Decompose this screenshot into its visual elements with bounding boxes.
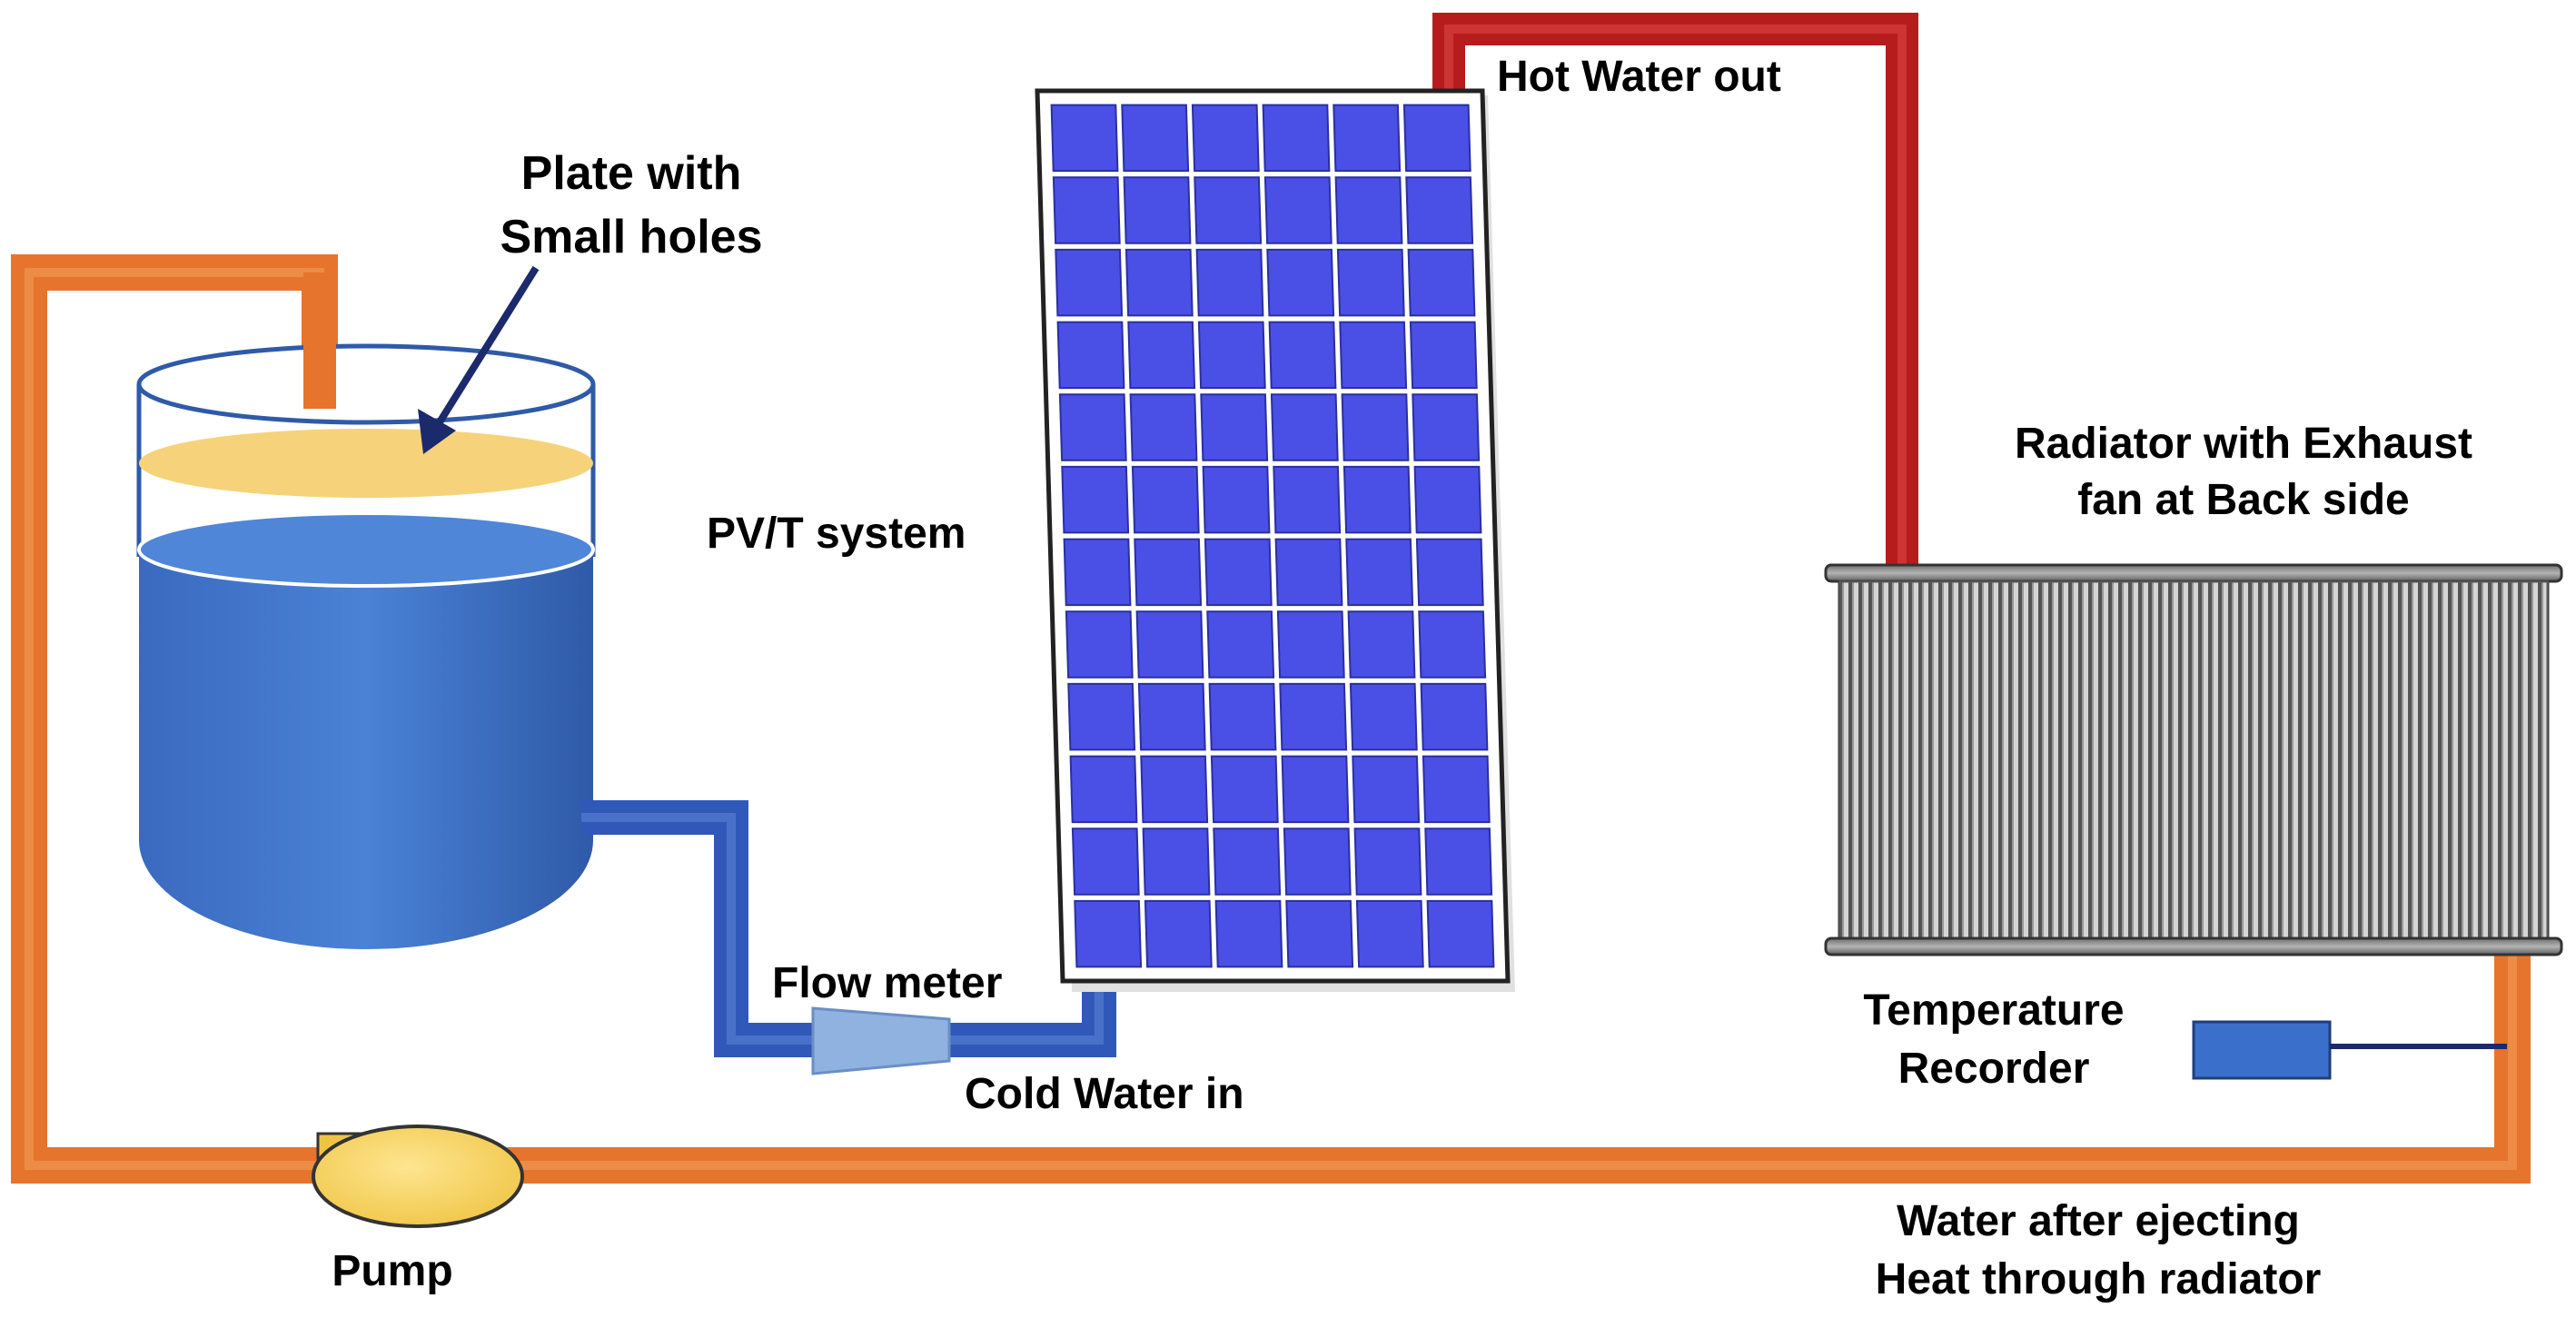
hot-water-label: Hot Water out — [1497, 53, 1781, 101]
solar-cell — [1353, 827, 1422, 896]
solar-cell — [1336, 248, 1405, 317]
solar-cell — [1420, 682, 1489, 751]
solar-cell — [1276, 610, 1345, 679]
solar-cell — [1197, 321, 1266, 390]
solar-cell — [1333, 104, 1402, 173]
solar-cell — [1349, 682, 1418, 751]
solar-cell — [1347, 610, 1416, 679]
solar-cell — [1262, 104, 1331, 173]
solar-cell — [1268, 321, 1337, 390]
solar-cell — [1067, 682, 1136, 751]
solar-cell — [1050, 104, 1119, 173]
temperature-recorder-label-line1: Temperature — [1863, 986, 2124, 1035]
solar-cell — [1409, 321, 1478, 390]
solar-cell — [1263, 176, 1333, 244]
radiator — [1824, 563, 2563, 956]
solar-cell — [1061, 465, 1130, 534]
solar-cell — [1274, 538, 1343, 607]
solar-cell — [1204, 538, 1273, 607]
solar-cell — [1206, 610, 1275, 679]
red-hot-water-pipe — [1432, 13, 1918, 572]
water-after-label-line2: Heat through radiator — [1876, 1255, 2322, 1303]
solar-cell — [1355, 899, 1424, 968]
solar-cell — [1345, 538, 1414, 607]
solar-cell — [1135, 610, 1204, 679]
solar-cell — [1283, 827, 1352, 896]
radiator-label-line2: fan at Back side — [2077, 476, 2409, 524]
solar-cell — [1127, 321, 1196, 390]
pvt-panel — [1035, 88, 1515, 992]
pump-label: Pump — [332, 1247, 452, 1295]
solar-cell — [1065, 610, 1134, 679]
solar-cell — [1273, 465, 1342, 534]
solar-cell — [1200, 393, 1269, 461]
flow-meter-label: Flow meter — [772, 959, 1002, 1007]
solar-cell — [1407, 248, 1476, 317]
solar-cell — [1140, 755, 1209, 824]
solar-cell — [1055, 248, 1124, 317]
temperature-recorder — [2192, 1020, 2507, 1080]
perforated-plate — [139, 429, 593, 498]
solar-cell — [1195, 248, 1264, 317]
solar-cell — [1208, 682, 1277, 751]
solar-cell — [1125, 248, 1194, 317]
solar-cell — [1412, 393, 1481, 461]
solar-cell — [1270, 393, 1339, 461]
solar-cell — [1144, 899, 1213, 968]
solar-cell — [1071, 827, 1140, 896]
solar-cell — [1137, 682, 1206, 751]
solar-cell — [1063, 538, 1132, 607]
pvt-system-label: PV/T system — [707, 510, 966, 558]
cold-water-label: Cold Water in — [965, 1070, 1244, 1118]
solar-cell — [1402, 104, 1471, 173]
solar-cell — [1058, 393, 1127, 461]
solar-cell — [1210, 755, 1279, 824]
solar-cell — [1052, 176, 1121, 244]
radiator-label-line1: Radiator with Exhaust — [2015, 420, 2472, 468]
solar-cell — [1279, 682, 1348, 751]
plate-label-line1: Plate with — [521, 147, 742, 200]
solar-cell — [1413, 465, 1482, 534]
solar-cell — [1131, 465, 1200, 534]
solar-cell-grid — [1050, 104, 1495, 968]
solar-cell — [1213, 827, 1282, 896]
solar-cell — [1214, 899, 1283, 968]
solar-cell — [1142, 827, 1211, 896]
solar-cell — [1415, 538, 1484, 607]
water-tank — [136, 273, 596, 949]
solar-cell — [1342, 465, 1412, 534]
solar-cell — [1074, 899, 1143, 968]
solar-cell — [1352, 755, 1421, 824]
solar-cell — [1334, 176, 1403, 244]
water-after-label-line1: Water after ejecting — [1897, 1197, 2300, 1245]
solar-cell — [1194, 176, 1263, 244]
pump — [312, 1125, 524, 1228]
temperature-recorder-label-line2: Recorder — [1898, 1045, 2090, 1093]
solar-cell — [1191, 104, 1260, 173]
solar-cell — [1418, 610, 1487, 679]
solar-cell — [1121, 104, 1190, 173]
solar-cell — [1426, 899, 1495, 968]
solar-cell — [1405, 176, 1474, 244]
solar-cell — [1281, 755, 1350, 824]
solar-cell — [1134, 538, 1203, 607]
solar-cell — [1422, 755, 1491, 824]
solar-cell — [1339, 321, 1408, 390]
solar-cell — [1069, 755, 1138, 824]
flow-meter — [811, 1006, 951, 1075]
blue-supply-pipe — [581, 800, 1116, 1057]
solar-cell — [1123, 176, 1192, 244]
plate-pointer-arrow — [418, 265, 540, 454]
solar-cell — [1266, 248, 1335, 317]
solar-cell — [1202, 465, 1271, 534]
plate-label-line2: Small holes — [500, 211, 763, 263]
solar-cell — [1285, 899, 1354, 968]
tank-water — [139, 550, 593, 949]
solar-cell — [1341, 393, 1410, 461]
solar-cell — [1424, 827, 1493, 896]
solar-cell — [1056, 321, 1125, 390]
solar-cell — [1129, 393, 1198, 461]
